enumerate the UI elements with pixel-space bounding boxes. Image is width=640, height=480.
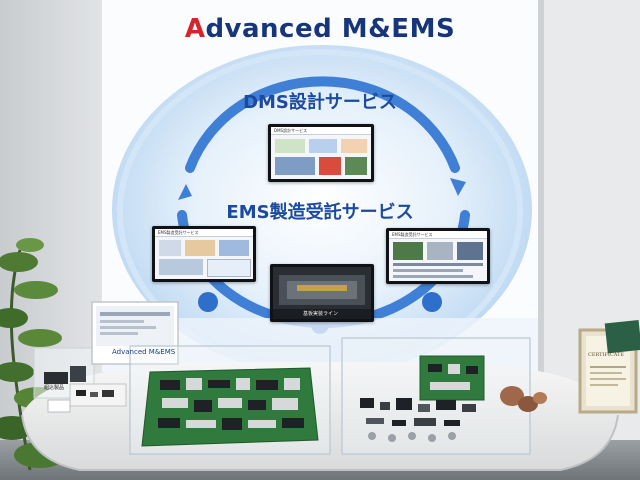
screen-top-title: DMS設計サービス (274, 128, 308, 133)
bronze-objects (500, 386, 547, 412)
ring-arrow-right (450, 178, 466, 196)
brand-panel (91, 301, 179, 365)
ring-node-right (422, 292, 442, 312)
certificate-title: CERTIFICATE (588, 352, 625, 358)
dms-service-label: DMS設計サービス (243, 92, 397, 113)
pcb-acrylic-case (129, 345, 331, 455)
table-items-left (47, 383, 127, 413)
screen-center: 基板実装ライン (270, 264, 374, 322)
screen-right: EMS製造受託サービス (386, 228, 490, 284)
signage-heading: Advanced M&EMS (0, 14, 640, 44)
left-card-caption: 組込製品 (44, 385, 65, 391)
right-green-board (604, 319, 640, 354)
components-acrylic-case (341, 337, 531, 455)
ring-arrow-left (178, 184, 192, 200)
screen-top: DMS設計サービス (268, 124, 374, 182)
ems-service-label: EMS製造受託サービス (226, 202, 414, 223)
screen-left: EMS製造受託サービス (152, 226, 256, 282)
panel-brand-text: Advanced M&EMS (112, 348, 176, 356)
heading-accent-letter: A (184, 14, 206, 44)
screen-right-title: EMS製造受託サービス (392, 232, 433, 237)
display-table-edge (21, 414, 619, 471)
screen-left-title: EMS製造受託サービス (158, 230, 199, 235)
ring-node-left (198, 292, 218, 312)
cycle-ring (185, 76, 460, 173)
screen-center-caption: 基板実装ライン (303, 311, 339, 317)
heading-rest: dvanced M&EMS (205, 14, 456, 44)
